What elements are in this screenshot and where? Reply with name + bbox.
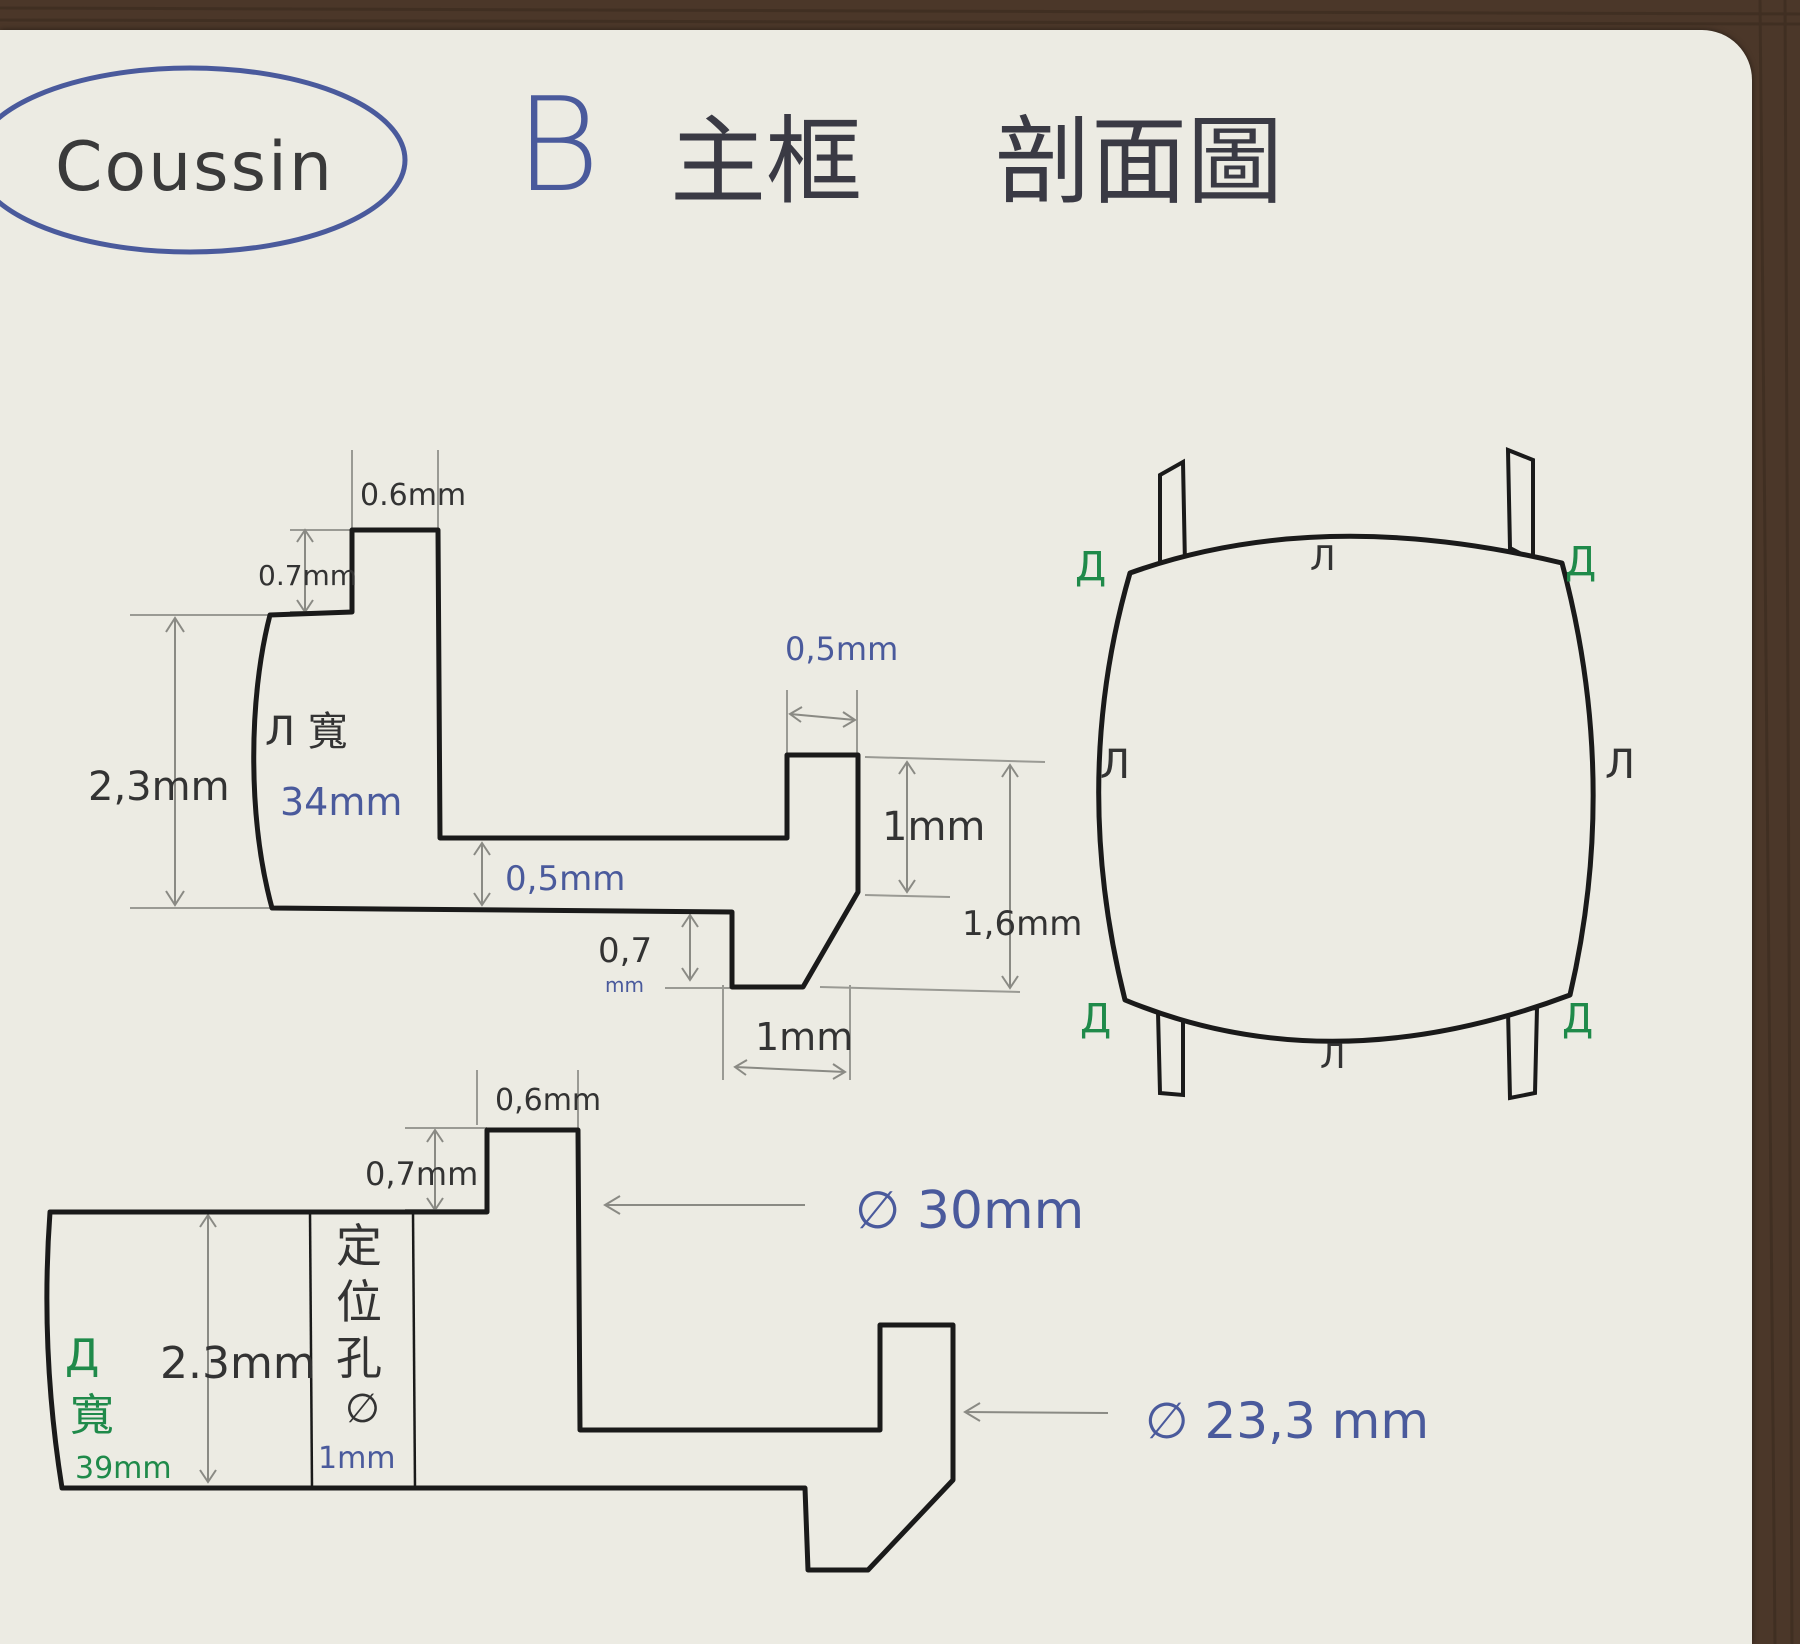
dim-diameter-inner: ∅ 23,3 mm [1145,1392,1429,1450]
hole-label-5: 1mm [318,1441,396,1476]
case-label-left: Л [1100,742,1130,788]
case-corner-br: Д [1562,996,1593,1042]
case-label-right: Л [1605,742,1635,788]
case-outline [1096,533,1596,1044]
hole-label-3: 孔 [336,1331,382,1385]
dim-floor-thickness: 0,5mm [505,859,625,899]
dim-lug-height: 1mm [882,804,985,850]
case-corner-tl: Д [1075,544,1106,590]
dim-bottom-top-step: 0,7mm [365,1155,478,1193]
hole-label-4: ∅ [345,1386,380,1432]
bottom-cross-section: 0,6mm 0,7mm ∅ 30mm 2.3mm Д 寬 39mm 定 位 孔 … [44,1070,1429,1573]
case-corner-bl: Д [1080,996,1111,1042]
dim-lower-step-value: 0,7 [598,931,652,971]
title-letter: B [515,69,600,221]
logo-ellipse [0,65,408,255]
dim-bottom-width: 1mm [755,1015,853,1059]
width-label-top-2: 34mm [280,780,402,824]
top-cross-section: 0.6mm 0.7mm 2,3mm Л 寬 34mm 0,5mm 0,5mm 1… [88,450,1082,1080]
dim-top-step: 0.7mm [258,559,357,592]
dim-diameter-outer: ∅ 30mm [855,1181,1084,1241]
title-section-view: 剖面圖 [995,106,1283,218]
dim-bottom-top-width: 0,6mm [495,1083,601,1118]
dim-left-height: 2,3mm [88,764,230,810]
hole-label-1: 定 [336,1219,382,1273]
width-label-bottom-1: Д [65,1330,99,1381]
dim-lower-step-unit: mm [605,973,644,997]
logo-text: Coussin [55,128,334,207]
case-corner-tr: Д [1565,539,1596,585]
case-label-top: Л [1310,539,1336,579]
lug-bottom-left [1155,1009,1185,1098]
width-label-bottom-2: 寬 [70,1390,114,1441]
width-label-top-1: Л 寬 [265,709,348,755]
top-profile-outline [251,527,861,990]
case-top-view: Л Л Л Л Д Д Д Д [1075,447,1635,1101]
hole-label-2: 位 [336,1275,382,1329]
dim-bottom-left-height: 2.3mm [160,1338,316,1389]
dim-top-width: 0.6mm [360,478,466,513]
dim-slot-width: 0,5mm [785,630,898,668]
width-label-bottom-3: 39mm [75,1451,172,1486]
case-label-bottom: Л [1320,1037,1346,1077]
bottom-profile-outline [44,1127,956,1573]
lug-top-right [1505,447,1535,564]
dim-total-height: 1,6mm [962,904,1082,944]
lug-bottom-right [1505,1005,1540,1101]
title-main-frame: 主框 [670,106,862,218]
